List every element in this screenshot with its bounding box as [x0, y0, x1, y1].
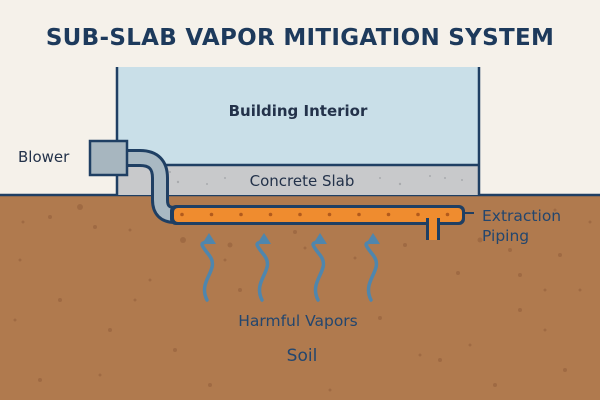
soil-speck — [328, 388, 332, 392]
soil-specks — [13, 204, 592, 392]
diagram-title: SUB-SLAB VAPOR MITIGATION SYSTEM — [46, 25, 554, 51]
soil-speck — [563, 368, 567, 372]
concrete-slab-label: Concrete Slab — [250, 172, 355, 190]
vapor-arrow — [364, 233, 380, 302]
soil-speck — [173, 348, 177, 352]
soil-speck — [438, 358, 442, 362]
soil-speck — [456, 271, 460, 275]
concrete-slab — [117, 165, 479, 195]
soil-speck — [208, 383, 212, 387]
soil-speck — [58, 298, 62, 302]
soil-speck — [180, 237, 186, 243]
soil-speck — [293, 230, 297, 234]
soil-speck — [403, 243, 407, 247]
soil-speck — [418, 353, 422, 357]
soil-speck — [468, 343, 472, 347]
soil-speck — [543, 288, 547, 292]
soil-speck — [303, 246, 307, 250]
soil-label: Soil — [287, 346, 318, 366]
soil-speck — [493, 383, 497, 387]
soil-speck — [508, 248, 512, 252]
extraction-piping-label-line2: Piping — [482, 227, 529, 245]
pipe-perforation — [209, 212, 214, 217]
soil-speck — [77, 204, 83, 210]
pipe-perforation — [386, 212, 391, 217]
blower-unit — [88, 139, 129, 177]
pipe-perforation — [268, 212, 273, 217]
soil-speck — [148, 278, 152, 282]
soil-speck — [353, 256, 357, 260]
soil-speck — [518, 308, 522, 312]
vapor-arrows — [200, 233, 380, 302]
soil-speck — [558, 253, 562, 257]
pipe-perforation — [180, 212, 184, 217]
pipe-perforation — [239, 212, 243, 217]
building-interior — [117, 67, 479, 165]
soil-speck — [38, 378, 42, 382]
soil-speck — [588, 220, 592, 224]
pipe-perforation — [327, 212, 332, 217]
pipe-perforation — [298, 212, 302, 217]
pipe-perforation — [445, 212, 450, 217]
vapor-arrow — [200, 233, 216, 302]
soil-speck — [553, 208, 557, 212]
vapor-arrow — [311, 233, 327, 302]
soil-speck — [108, 328, 112, 332]
soil-speck — [378, 316, 382, 320]
pipe-perforations — [180, 212, 450, 217]
soil-speck — [518, 273, 522, 277]
pipe-perforation — [416, 212, 420, 217]
slab-specks — [169, 171, 463, 186]
extraction-pipe — [174, 208, 462, 222]
soil-speck — [18, 258, 22, 262]
soil-speck — [133, 298, 137, 302]
soil-speck — [477, 237, 483, 243]
soil-speck — [98, 373, 102, 377]
soil-speck — [128, 228, 132, 232]
soil-speck — [93, 225, 97, 229]
extraction-piping-label-line1: Extraction — [482, 207, 561, 225]
riser-pipe — [125, 152, 176, 221]
harmful-vapors-label: Harmful Vapors — [238, 312, 358, 330]
soil-region — [0, 195, 600, 400]
soil-speck — [21, 220, 25, 224]
soil-speck — [227, 242, 233, 248]
soil-speck — [258, 323, 262, 327]
soil-speck — [48, 215, 52, 219]
pipe-perforation — [357, 212, 361, 217]
soil-speck — [543, 328, 547, 332]
extraction-pipe-tee — [429, 218, 437, 240]
soil-speck — [13, 318, 17, 322]
soil-speck — [578, 288, 582, 292]
blower-label: Blower — [18, 148, 70, 166]
building-interior-label: Building Interior — [229, 102, 368, 120]
vapor-arrow — [255, 233, 271, 302]
soil-speck — [238, 288, 242, 292]
soil-speck — [223, 258, 227, 262]
